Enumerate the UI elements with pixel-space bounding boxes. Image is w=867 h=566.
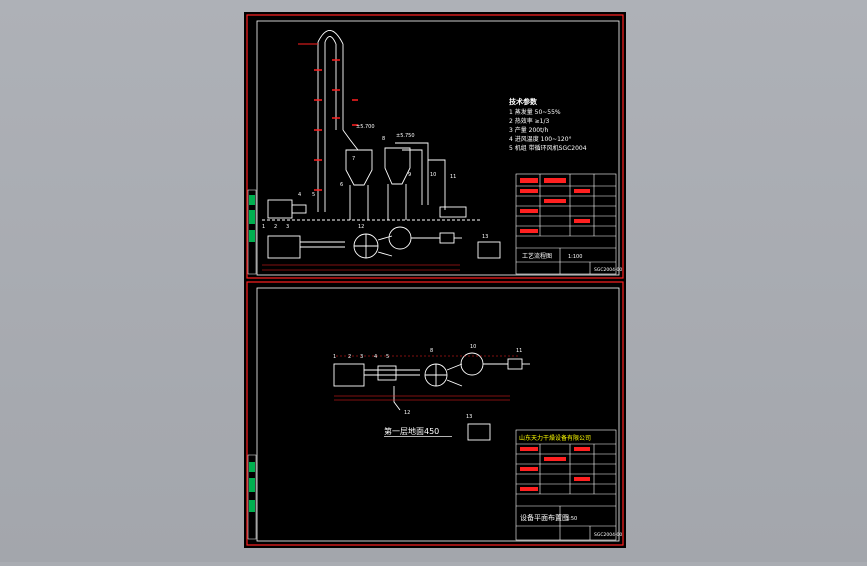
spec-item: 5 机组 带循环风机SGC2004 [509,144,587,152]
balloon: 1 [262,224,265,230]
balloon: 3 [286,224,289,230]
floor-level-note: 第一层地面450 [384,426,439,436]
sheet1-frame [246,14,624,279]
balloon: 2 [274,224,277,230]
sheet1-title-block [515,173,617,275]
floor-level-underline [384,436,452,437]
balloon: 5 [386,354,389,360]
sheet1-drawing-code: SGC2004-00 [594,267,622,273]
balloon: 11 [516,348,522,354]
balloon: 4 [374,354,377,360]
sheet2-title-block-marks [520,447,590,491]
balloon: 13 [482,234,488,240]
balloon: 2 [348,354,351,360]
balloon: 12 [404,410,410,416]
balloon: 5 [312,192,315,198]
sheet2-drawing-code: SGC2004-00 [594,532,622,538]
balloon: 8 [430,348,433,354]
balloon: 12 [358,224,364,230]
level-label: ±5.700 [356,124,375,130]
balloon: 4 [298,192,301,198]
sheet1-balloons: 1 2 3 4 5 6 7 8 9 10 11 12 13 [262,136,488,240]
sheet2-drawing-scale: 1:50 [566,516,577,522]
balloon: 13 [466,414,472,420]
sheet1-drawing-scale: 1:100 [568,254,582,260]
spec-list: 1 蒸发量 50~55% 2 热效率 ≥1/3 3 产量 200t/h 4 进风… [509,108,587,152]
sheet2-inner-frame [256,287,620,542]
balloon: 3 [360,354,363,360]
sheet1-dimension-marks [314,59,358,191]
balloon: 7 [352,156,355,162]
sheet1-inner-frame [256,20,620,276]
sheet2-balloons: 1 2 3 4 5 8 10 11 12 13 [333,344,522,420]
sheet2-drawing-name: 设备平面布置图 [520,513,569,522]
spec-item: 2 热效率 ≥1/3 [509,117,549,125]
balloon: 10 [470,344,476,350]
sheet1-margin-strip [247,189,257,275]
spec-item: 1 蒸发量 50~55% [509,108,561,116]
balloon: 9 [408,172,411,178]
sheet2-frame [246,281,624,546]
spec-item: 3 产量 200t/h [509,126,548,134]
balloon: 10 [430,172,436,178]
level-label: ±5.750 [396,133,415,139]
balloon: 1 [333,354,336,360]
spec-item: 4 进风温度 100~120° [509,135,572,143]
sheet2-margin-strip [247,454,257,540]
balloon: 8 [382,136,385,142]
sheet-area [244,12,626,548]
sheet2-title-block [515,429,617,541]
spec-title: 技术参数 [509,97,538,106]
sheet2-company-name: 山东天力干燥设备有限公司 [519,434,591,442]
sheet2-plan-drawing [333,352,530,441]
balloon: 11 [450,174,456,180]
sheet1-title-block-marks [520,178,590,233]
balloon: 6 [340,182,343,188]
sheet1-drawing-name: 工艺流程图 [522,252,552,260]
